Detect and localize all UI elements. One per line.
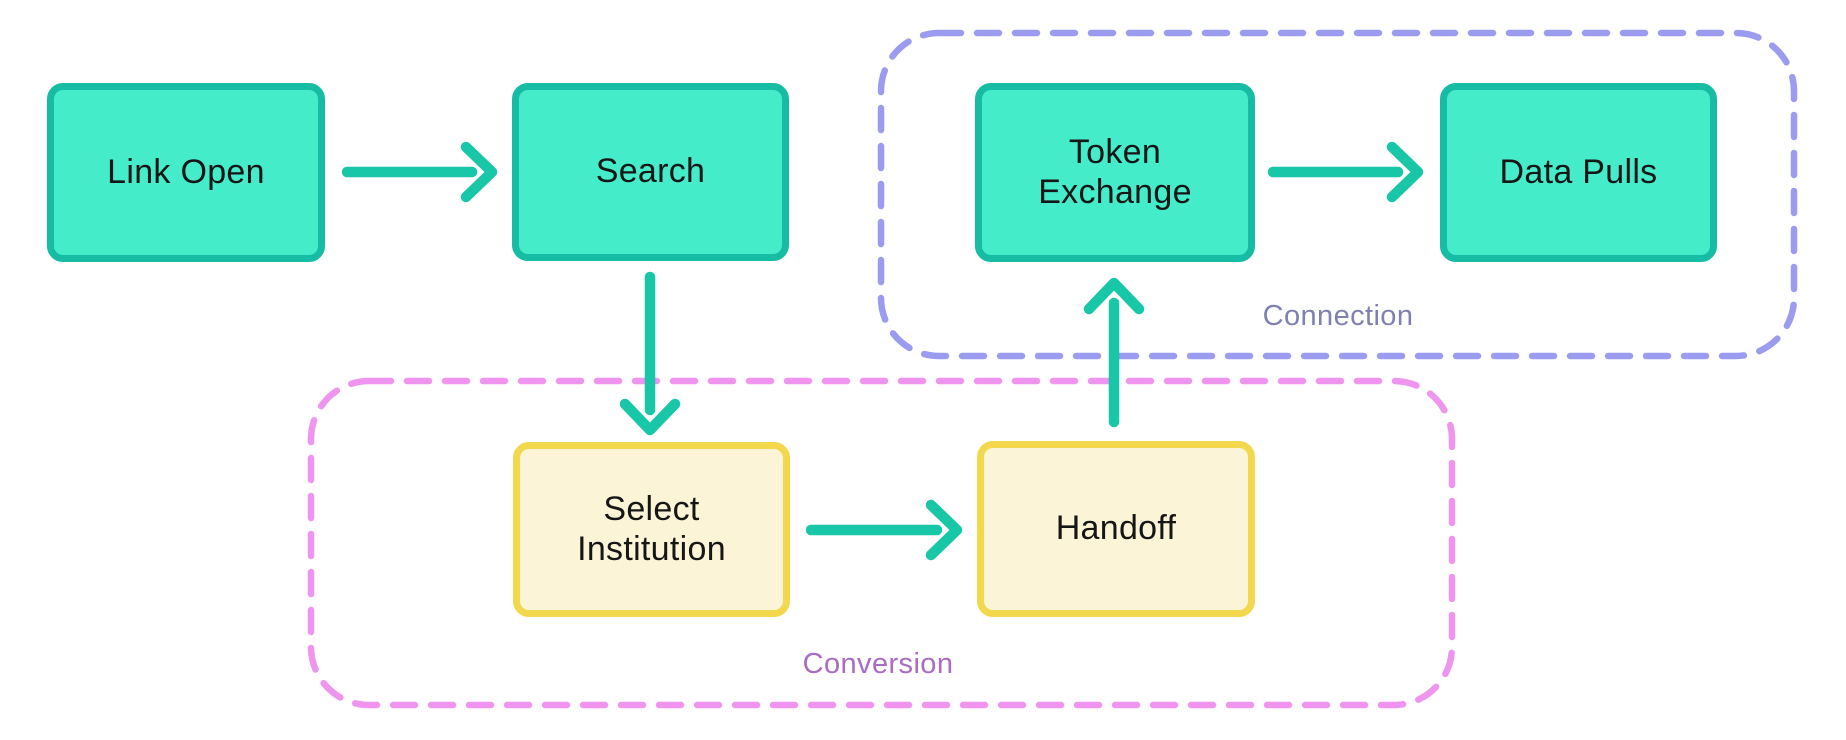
- node-handoff: Handoff: [977, 441, 1255, 617]
- node-link-open-label: Link Open: [107, 152, 265, 191]
- node-token-exchange-label: Token Exchange: [1038, 133, 1192, 211]
- arrow-token-exchange-to-data-pulls: [1267, 141, 1424, 203]
- node-search-label: Search: [595, 152, 706, 191]
- node-handoff-label: Handoff: [1055, 509, 1177, 548]
- group-connection-outline: [877, 29, 1798, 360]
- group-conversion-label: Conversion: [802, 648, 954, 680]
- node-select-institution-label: Select Institution: [577, 490, 726, 568]
- node-token-exchange: Token Exchange: [975, 83, 1255, 262]
- arrow-link-open-to-search: [341, 141, 498, 203]
- node-data-pulls-label: Data Pulls: [1499, 152, 1658, 191]
- arrow-search-to-select-institution: [619, 271, 681, 436]
- node-link-open: Link Open: [47, 83, 325, 262]
- arrow-handoff-to-token-exchange: [1083, 277, 1145, 428]
- node-search: Search: [512, 83, 789, 261]
- node-data-pulls: Data Pulls: [1440, 83, 1717, 262]
- node-select-institution: Select Institution: [513, 442, 790, 617]
- arrow-select-institution-to-handoff: [805, 499, 963, 561]
- group-connection-label: Connection: [1262, 300, 1414, 332]
- group-conversion-outline: [307, 377, 1456, 709]
